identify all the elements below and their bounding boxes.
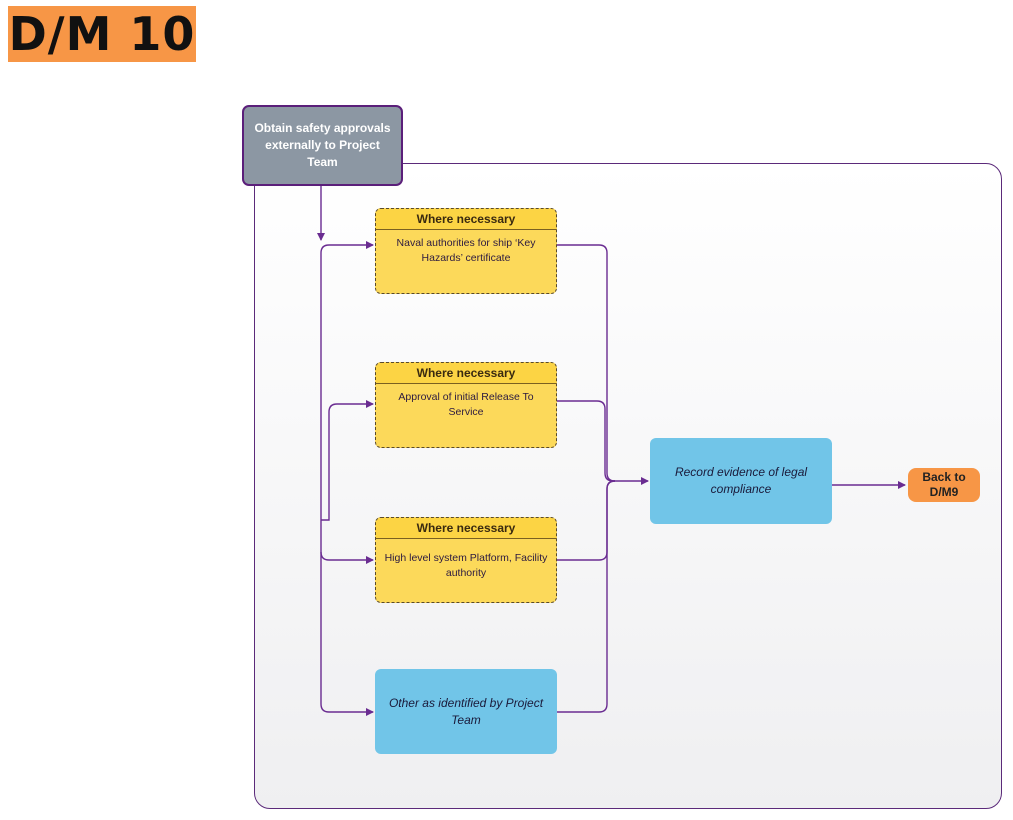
connector-to-platform [320,551,374,564]
record-evidence-node: Record evidence of legal compliance [650,438,832,524]
connector-branch-release [321,400,374,521]
other-node: Other as identified by Project Team [375,669,557,754]
condition-header: Where necessary [376,209,556,230]
connector-from-naval [557,244,616,482]
condition-naval-authorities: Where necessary Naval authorities for sh… [375,208,557,294]
condition-body: Naval authorities for ship ‘Key Hazards’… [396,237,536,264]
condition-header: Where necessary [376,518,556,539]
back-to-dm9-button[interactable]: Back to D/M9 [908,468,980,502]
condition-body: Approval of initial Release To Service [398,391,534,418]
condition-platform-authority: Where necessary High level system Platfo… [375,517,557,603]
connector-trunk-left [320,241,374,254]
start-node: Obtain safety approvals externally to Pr… [242,105,403,186]
condition-body: High level system Platform, Facility aut… [384,552,548,579]
condition-header: Where necessary [376,363,556,384]
page-title: D/M 10 [8,6,196,62]
connector-to-other [320,703,374,716]
condition-release-to-service: Where necessary Approval of initial Rele… [375,362,557,448]
connector-from-release [557,400,614,482]
connector-from-other [557,480,616,713]
